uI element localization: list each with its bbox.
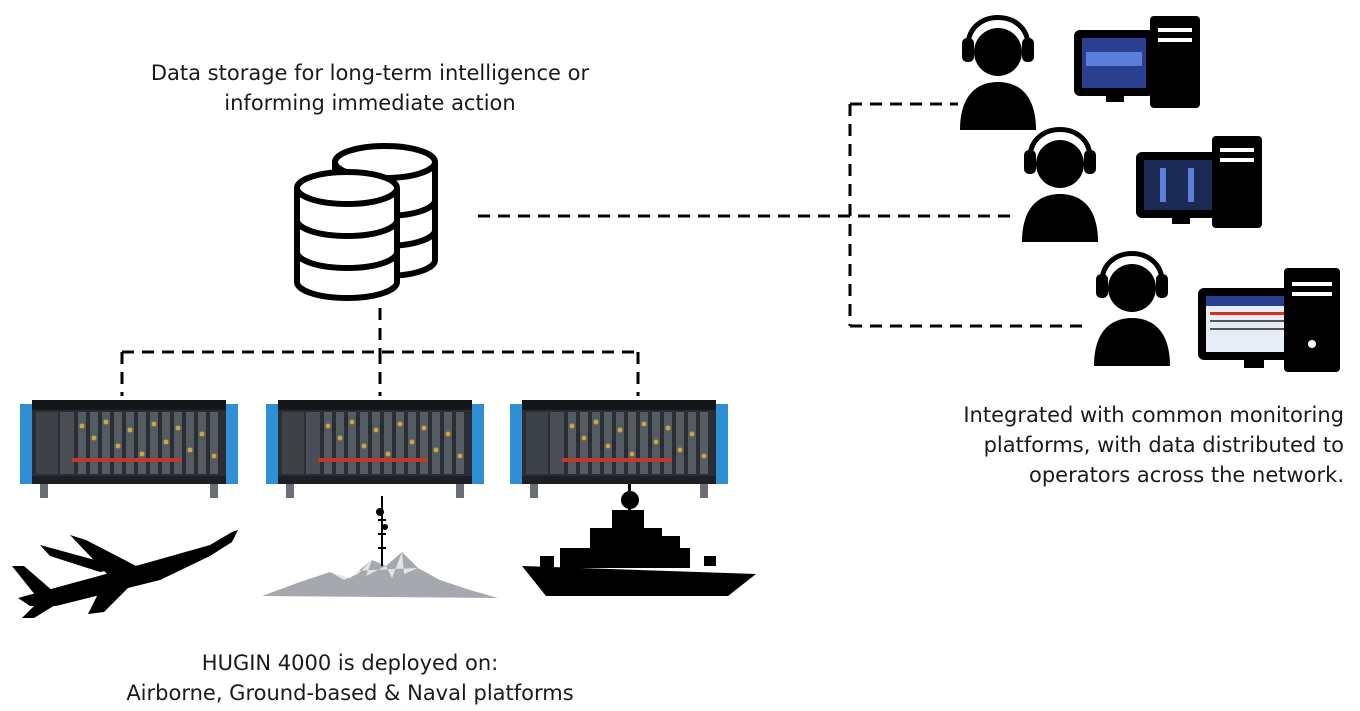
mountain-radio-tower-icon	[262, 496, 498, 598]
monitoring-caption-line-2: platforms, with data distributed to	[983, 433, 1344, 457]
operator-3	[1094, 254, 1340, 372]
operator-1	[960, 16, 1200, 130]
workstation-3-icon	[1198, 268, 1340, 372]
hugin-chassis-airborne	[20, 400, 238, 498]
hugin-chassis-ground	[266, 400, 484, 498]
monitoring-caption-line-1: Integrated with common monitoring	[963, 403, 1344, 427]
naval-ship-icon	[522, 484, 756, 596]
storage-caption-line-2: informing immediate action	[224, 91, 516, 115]
monitoring-caption-line-3: operators across the network.	[1028, 463, 1344, 487]
workstation-2-icon	[1136, 136, 1262, 228]
deployment-caption-line-2: Airborne, Ground-based & Naval platforms	[126, 681, 574, 705]
operator-2	[1022, 130, 1262, 243]
monitoring-caption: Integrated with common monitoring platfo…	[884, 400, 1344, 490]
workstation-1-icon	[1074, 16, 1200, 108]
deployment-caption: HUGIN 4000 is deployed on: Airborne, Gro…	[70, 648, 630, 708]
hugin-chassis-naval	[510, 400, 728, 498]
deployment-caption-line-1: HUGIN 4000 is deployed on:	[201, 651, 499, 675]
storage-caption: Data storage for long-term intelligence …	[80, 58, 660, 118]
aircraft-icon	[12, 530, 238, 618]
connector-lines	[120, 102, 1082, 396]
database-icon	[294, 143, 438, 301]
storage-caption-line-1: Data storage for long-term intelligence …	[150, 61, 590, 85]
